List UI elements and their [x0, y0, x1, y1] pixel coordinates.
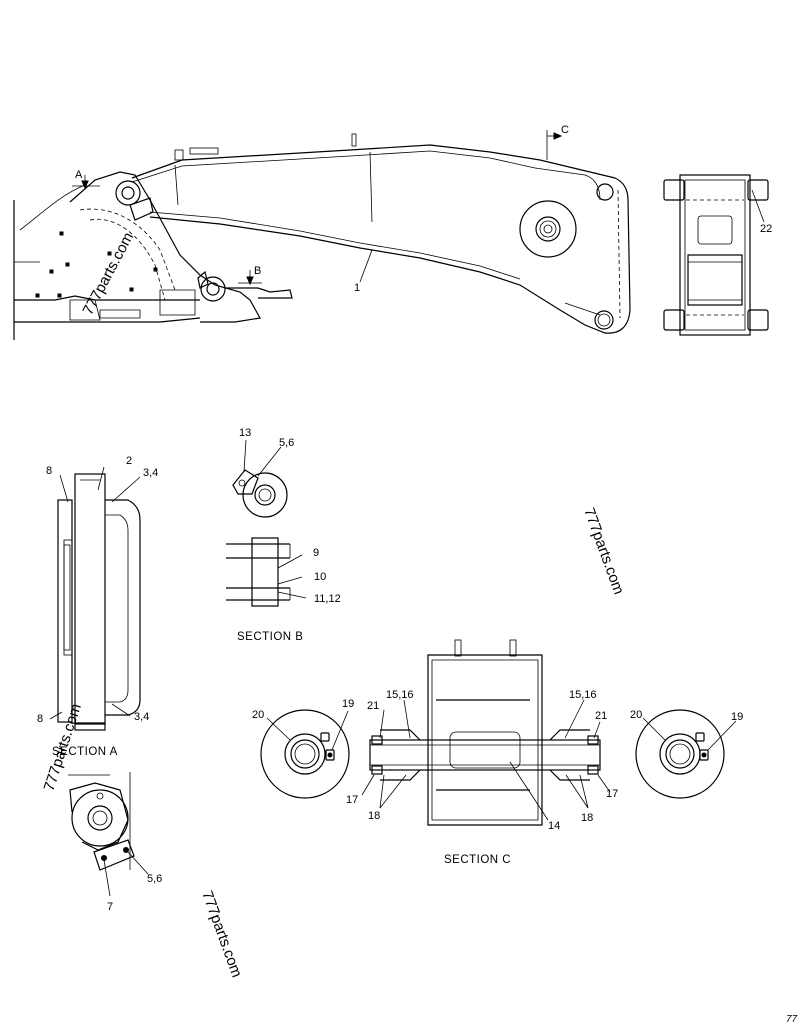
part-label-8-bottom: 8: [37, 713, 43, 725]
boom-end-view: [663, 174, 769, 336]
section-a-view: [49, 466, 141, 731]
part-label-22: 22: [760, 223, 772, 235]
section-markers: A B C: [75, 124, 569, 277]
part-label-18-left: 18: [368, 810, 380, 822]
part-label-21-left: 21: [367, 700, 379, 712]
part-label-3-4-top: 3,4: [143, 467, 158, 479]
part-label-18-right: 18: [581, 812, 593, 824]
part-label-14: 14: [548, 820, 560, 832]
part-labels: 1 22 13 5,6 8 2 3,4 9 10 11,12 8 3,4 15,…: [37, 223, 772, 913]
part-label-19-left: 19: [342, 698, 354, 710]
part-label-10: 10: [314, 571, 326, 583]
section-a-title: SECTION A: [52, 746, 118, 758]
section-b-title: SECTION B: [237, 631, 303, 643]
section-marker-b: B: [254, 265, 261, 277]
part-label-15-16-left: 15,16: [386, 689, 414, 701]
part-label-5-6-section-a: 5,6: [147, 873, 162, 885]
watermark-right: 777parts.com: [580, 506, 627, 597]
part-label-17-right: 17: [606, 788, 618, 800]
part-label-13: 13: [239, 427, 251, 439]
part-label-7: 7: [107, 901, 113, 913]
part-label-1: 1: [354, 282, 360, 294]
cylinder-pin-detail-view: [68, 772, 149, 897]
part-label-17-left: 17: [346, 794, 358, 806]
watermark-bottom: 777parts.com: [198, 889, 245, 980]
part-label-21-right: 21: [595, 710, 607, 722]
section-titles: SECTION B SECTION A SECTION C: [52, 631, 511, 866]
watermark-top: 777parts.com: [80, 230, 138, 318]
part-label-20-right: 20: [630, 709, 642, 721]
section-c-title: SECTION C: [444, 854, 511, 866]
part-label-9: 9: [313, 547, 319, 559]
part-label-15-16-right: 15,16: [569, 689, 597, 701]
part-label-11-12: 11,12: [314, 593, 341, 605]
part-label-8-top: 8: [46, 465, 52, 477]
section-b-view: [226, 439, 307, 607]
section-marker-a: A: [75, 169, 83, 181]
part-label-5-6-section-b: 5,6: [279, 437, 294, 449]
part-label-3-4-bottom: 3,4: [134, 711, 149, 723]
part-label-20-left: 20: [252, 709, 264, 721]
part-label-2: 2: [126, 455, 132, 467]
section-c-view: [260, 639, 737, 826]
part-label-19-right: 19: [731, 711, 743, 723]
page-number: 77: [786, 1014, 798, 1025]
section-marker-c: C: [561, 124, 569, 136]
boom-assembly-view: [13, 130, 631, 340]
